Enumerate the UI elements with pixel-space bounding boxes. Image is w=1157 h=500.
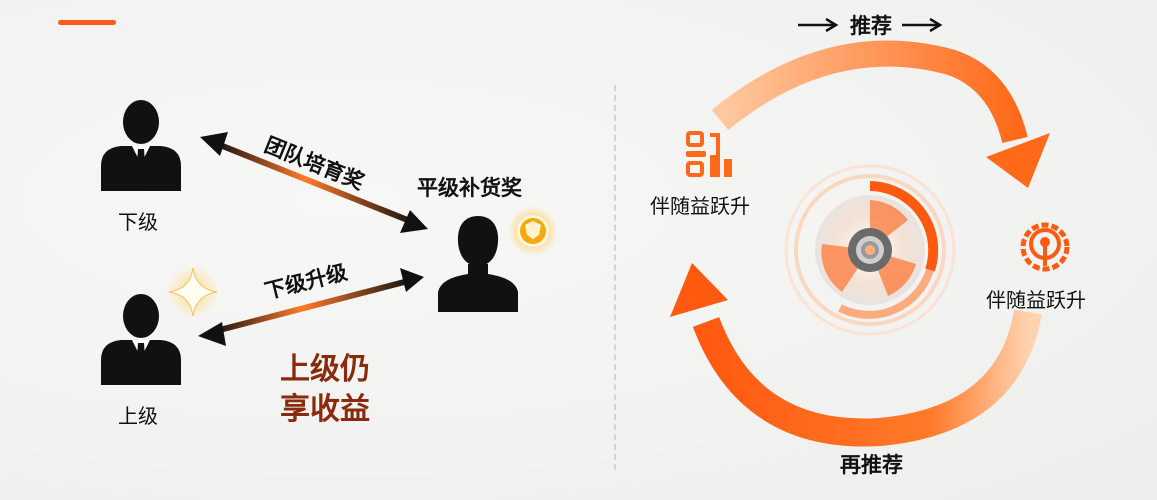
bar-chart-icon — [686, 131, 732, 177]
arrow-subordinate-upgrade — [198, 268, 424, 346]
sparkle-icon — [167, 266, 219, 318]
person-subordinate — [96, 96, 186, 196]
highlight-line-1: 上级仍 — [280, 352, 370, 387]
person-suit-icon — [101, 294, 181, 385]
arrow-re-recommend-arc — [670, 263, 1042, 447]
gear-signal-icon — [1020, 222, 1070, 272]
label-subordinate: 下级 — [118, 210, 158, 234]
label-node-left: 伴随益跃升 — [650, 194, 750, 218]
person-superior — [96, 290, 186, 390]
person-suit-icon — [101, 100, 181, 191]
spinning-disc-icon — [784, 164, 956, 336]
arrow-right-icon — [798, 17, 839, 33]
highlight-superior-still-earns: 上级仍 享收益 — [280, 350, 370, 430]
label-superior: 上级 — [118, 404, 158, 428]
highlight-line-2: 享收益 — [280, 392, 370, 427]
cycle-arrows — [670, 40, 1050, 447]
coin-icon — [508, 206, 558, 256]
panel-divider — [614, 85, 616, 470]
arrow-recommend-arc — [711, 40, 1050, 188]
title-underline — [58, 20, 116, 25]
person-peer — [433, 212, 523, 317]
person-silhouette-icon — [438, 216, 518, 312]
label-recommend: 推荐 — [850, 14, 892, 38]
arrow-team-training — [200, 132, 428, 233]
top-label-row: 推荐 — [798, 10, 944, 40]
label-node-right: 伴随益跃升 — [986, 288, 1086, 312]
arrow-right-icon — [902, 17, 943, 33]
label-peer-restock-bonus: 平级补货奖 — [417, 176, 522, 200]
relationship-arrows — [198, 132, 428, 346]
label-re-recommend: 再推荐 — [840, 453, 903, 477]
